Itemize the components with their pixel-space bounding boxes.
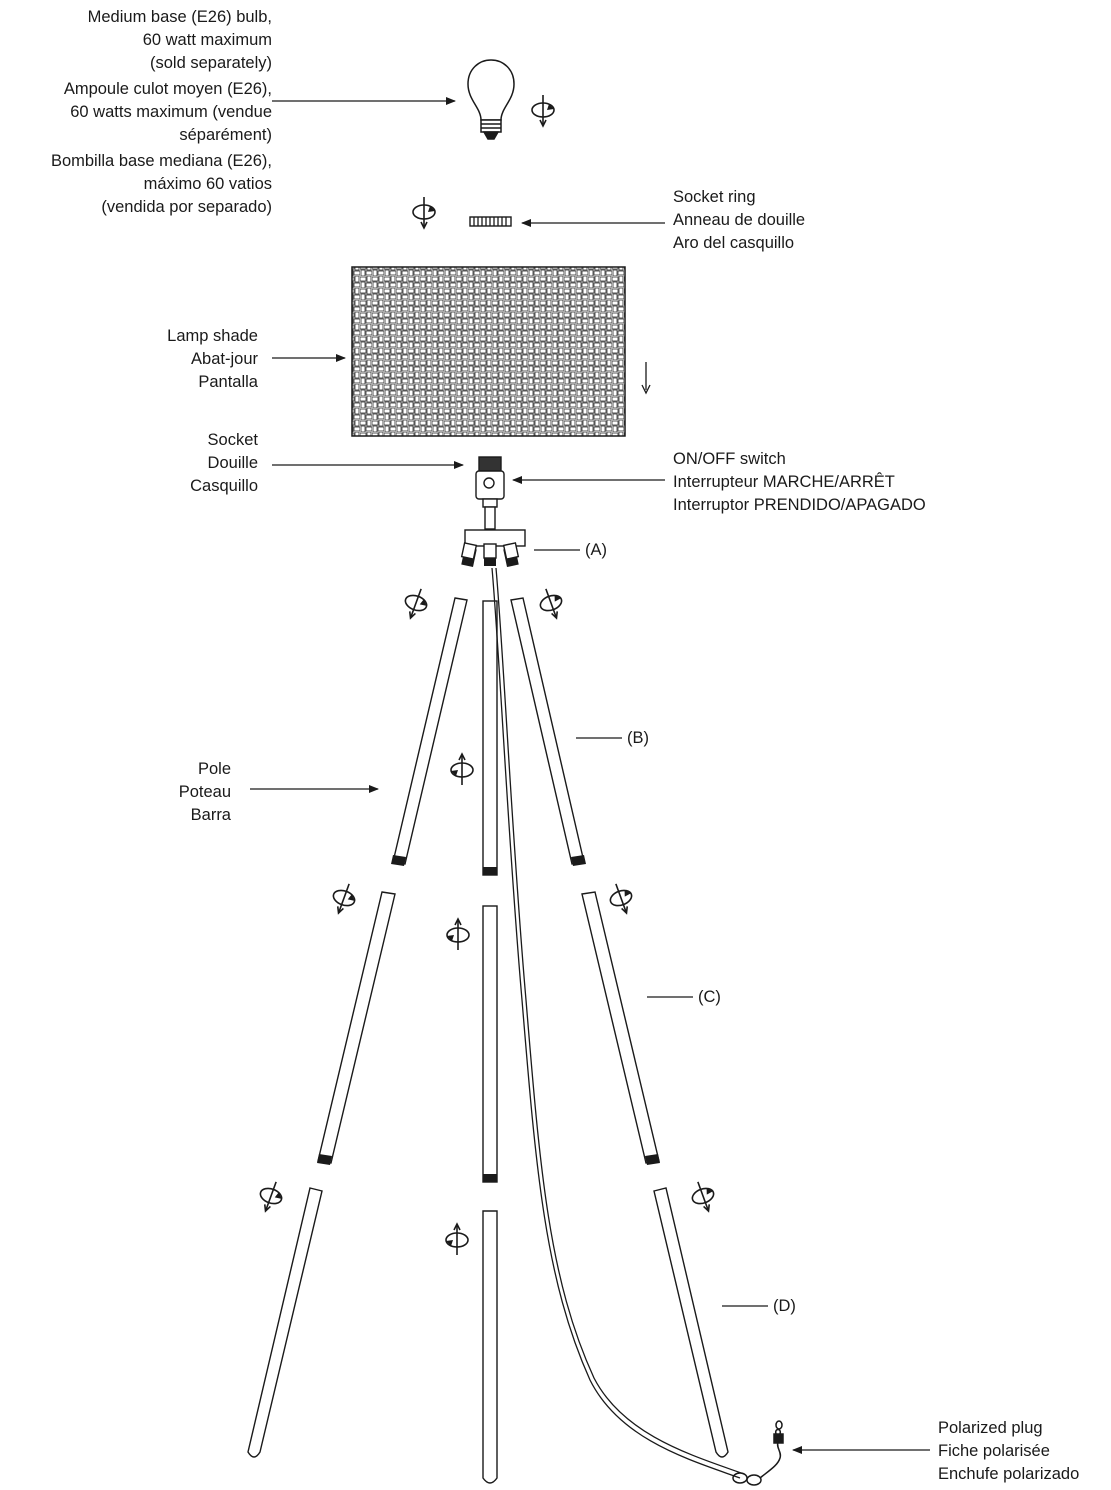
bulb-label-fr: Ampoule culot moyen (E26), 60 watts maxi… [63, 80, 272, 144]
socket-label: Socket Douille Casquillo [190, 431, 258, 495]
pole-c-center [482, 905, 498, 1183]
socket [460, 456, 526, 568]
on-off-switch-icon [483, 477, 495, 489]
part-c-label: (C) [698, 988, 721, 1006]
pole-d-right [653, 1187, 729, 1458]
rotate-bulb-icon [531, 94, 555, 127]
part-b-label: (B) [627, 729, 649, 747]
bulb-label-en: Medium base (E26) bulb, 60 watt maximum … [87, 8, 272, 72]
rotate-b-center-icon [450, 753, 474, 786]
pole-d-left [247, 1187, 323, 1458]
light-bulb-icon [467, 59, 515, 140]
pole-label: Pole Poteau Barra [178, 760, 231, 824]
rotate-d-left-icon [254, 1177, 288, 1216]
lamp-shade [351, 266, 626, 437]
part-a-label: (A) [585, 541, 607, 559]
rotate-c-left-icon [327, 879, 361, 918]
pole-b-right [510, 597, 585, 865]
power-cord [491, 567, 745, 1479]
rotate-c-center-icon [446, 918, 470, 951]
pole-c-left [317, 891, 396, 1164]
part-d-label: (D) [773, 1297, 796, 1315]
rotate-d-right-icon [686, 1177, 720, 1216]
pole-b-left [392, 597, 468, 865]
plug-icon [732, 1420, 784, 1486]
socket-ring-icon [469, 216, 512, 227]
switch-label: ON/OFF switch Interrupteur MARCHE/ARRÊT … [673, 450, 926, 514]
rotate-b-left-icon [399, 584, 433, 623]
pole-d-center [482, 1210, 498, 1484]
rotate-d-center-icon [445, 1223, 469, 1256]
rotate-ring-icon [412, 196, 436, 229]
plug-label: Polarized plug Fiche polarisée Enchufe p… [938, 1419, 1080, 1483]
pole-b-center [482, 600, 498, 876]
bulb-label-es: Bombilla base mediana (E26), máximo 60 v… [50, 152, 272, 216]
lamp-shade-label: Lamp shade Abat-jour Pantalla [167, 327, 258, 391]
shade-down-arrow-icon [641, 362, 651, 395]
socket-ring-label: Socket ring Anneau de douille Aro del ca… [673, 188, 806, 252]
pole-c-right [581, 891, 660, 1164]
rotate-c-right-icon [604, 879, 638, 918]
rotate-b-right-icon [534, 584, 568, 623]
